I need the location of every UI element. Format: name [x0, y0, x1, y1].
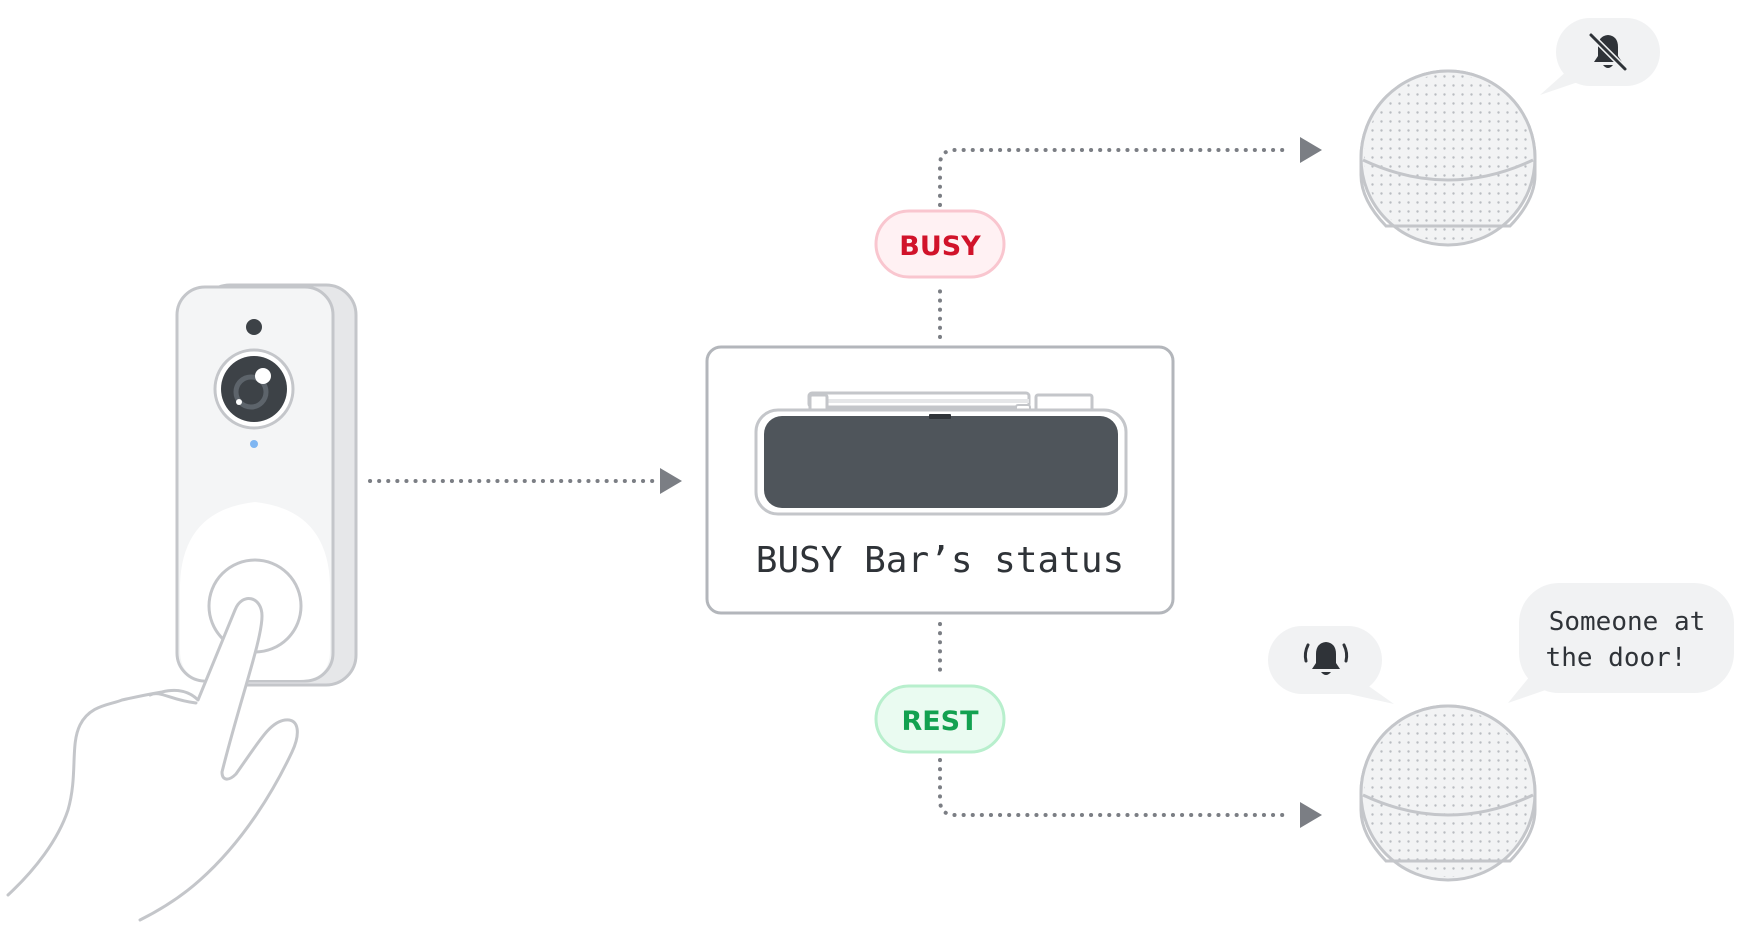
sensor-dot	[246, 319, 262, 335]
bell-off-icon	[1588, 32, 1628, 72]
busy-bar-device	[754, 391, 1128, 516]
status-box-label: BUSY Bar’s status	[756, 540, 1124, 581]
rest-state-pill: REST	[874, 684, 1006, 754]
message-line-1: Someone at	[1549, 607, 1706, 637]
busy-state-label: BUSY	[899, 231, 981, 262]
busy-bar-screen	[764, 416, 1118, 508]
rest-branch: REST	[874, 622, 1322, 828]
arrowhead-icon	[1300, 802, 1322, 828]
muted-bubble	[1540, 18, 1660, 95]
ringing-bubble	[1268, 626, 1394, 704]
camera-lens-icon	[213, 348, 295, 430]
rest-state-label: REST	[901, 706, 979, 737]
busy-branch: BUSY	[874, 137, 1322, 339]
message-line-2: the door!	[1546, 643, 1687, 673]
doorbell-to-status-connector	[368, 468, 682, 494]
video-doorbell	[175, 283, 358, 687]
bell-ringing-icon	[1303, 642, 1349, 675]
status-led	[250, 440, 258, 448]
smart-speaker-top	[1359, 69, 1537, 247]
busy-state-pill: BUSY	[874, 209, 1006, 279]
busy-bar-status-box: BUSY Bar’s status	[705, 345, 1175, 615]
arrowhead-icon	[660, 468, 682, 494]
smart-speaker-bottom	[1359, 704, 1537, 882]
pressing-hand-icon	[6, 597, 299, 922]
message-bubble: Someone at the door!	[1508, 583, 1734, 703]
arrowhead-icon	[1300, 137, 1322, 163]
